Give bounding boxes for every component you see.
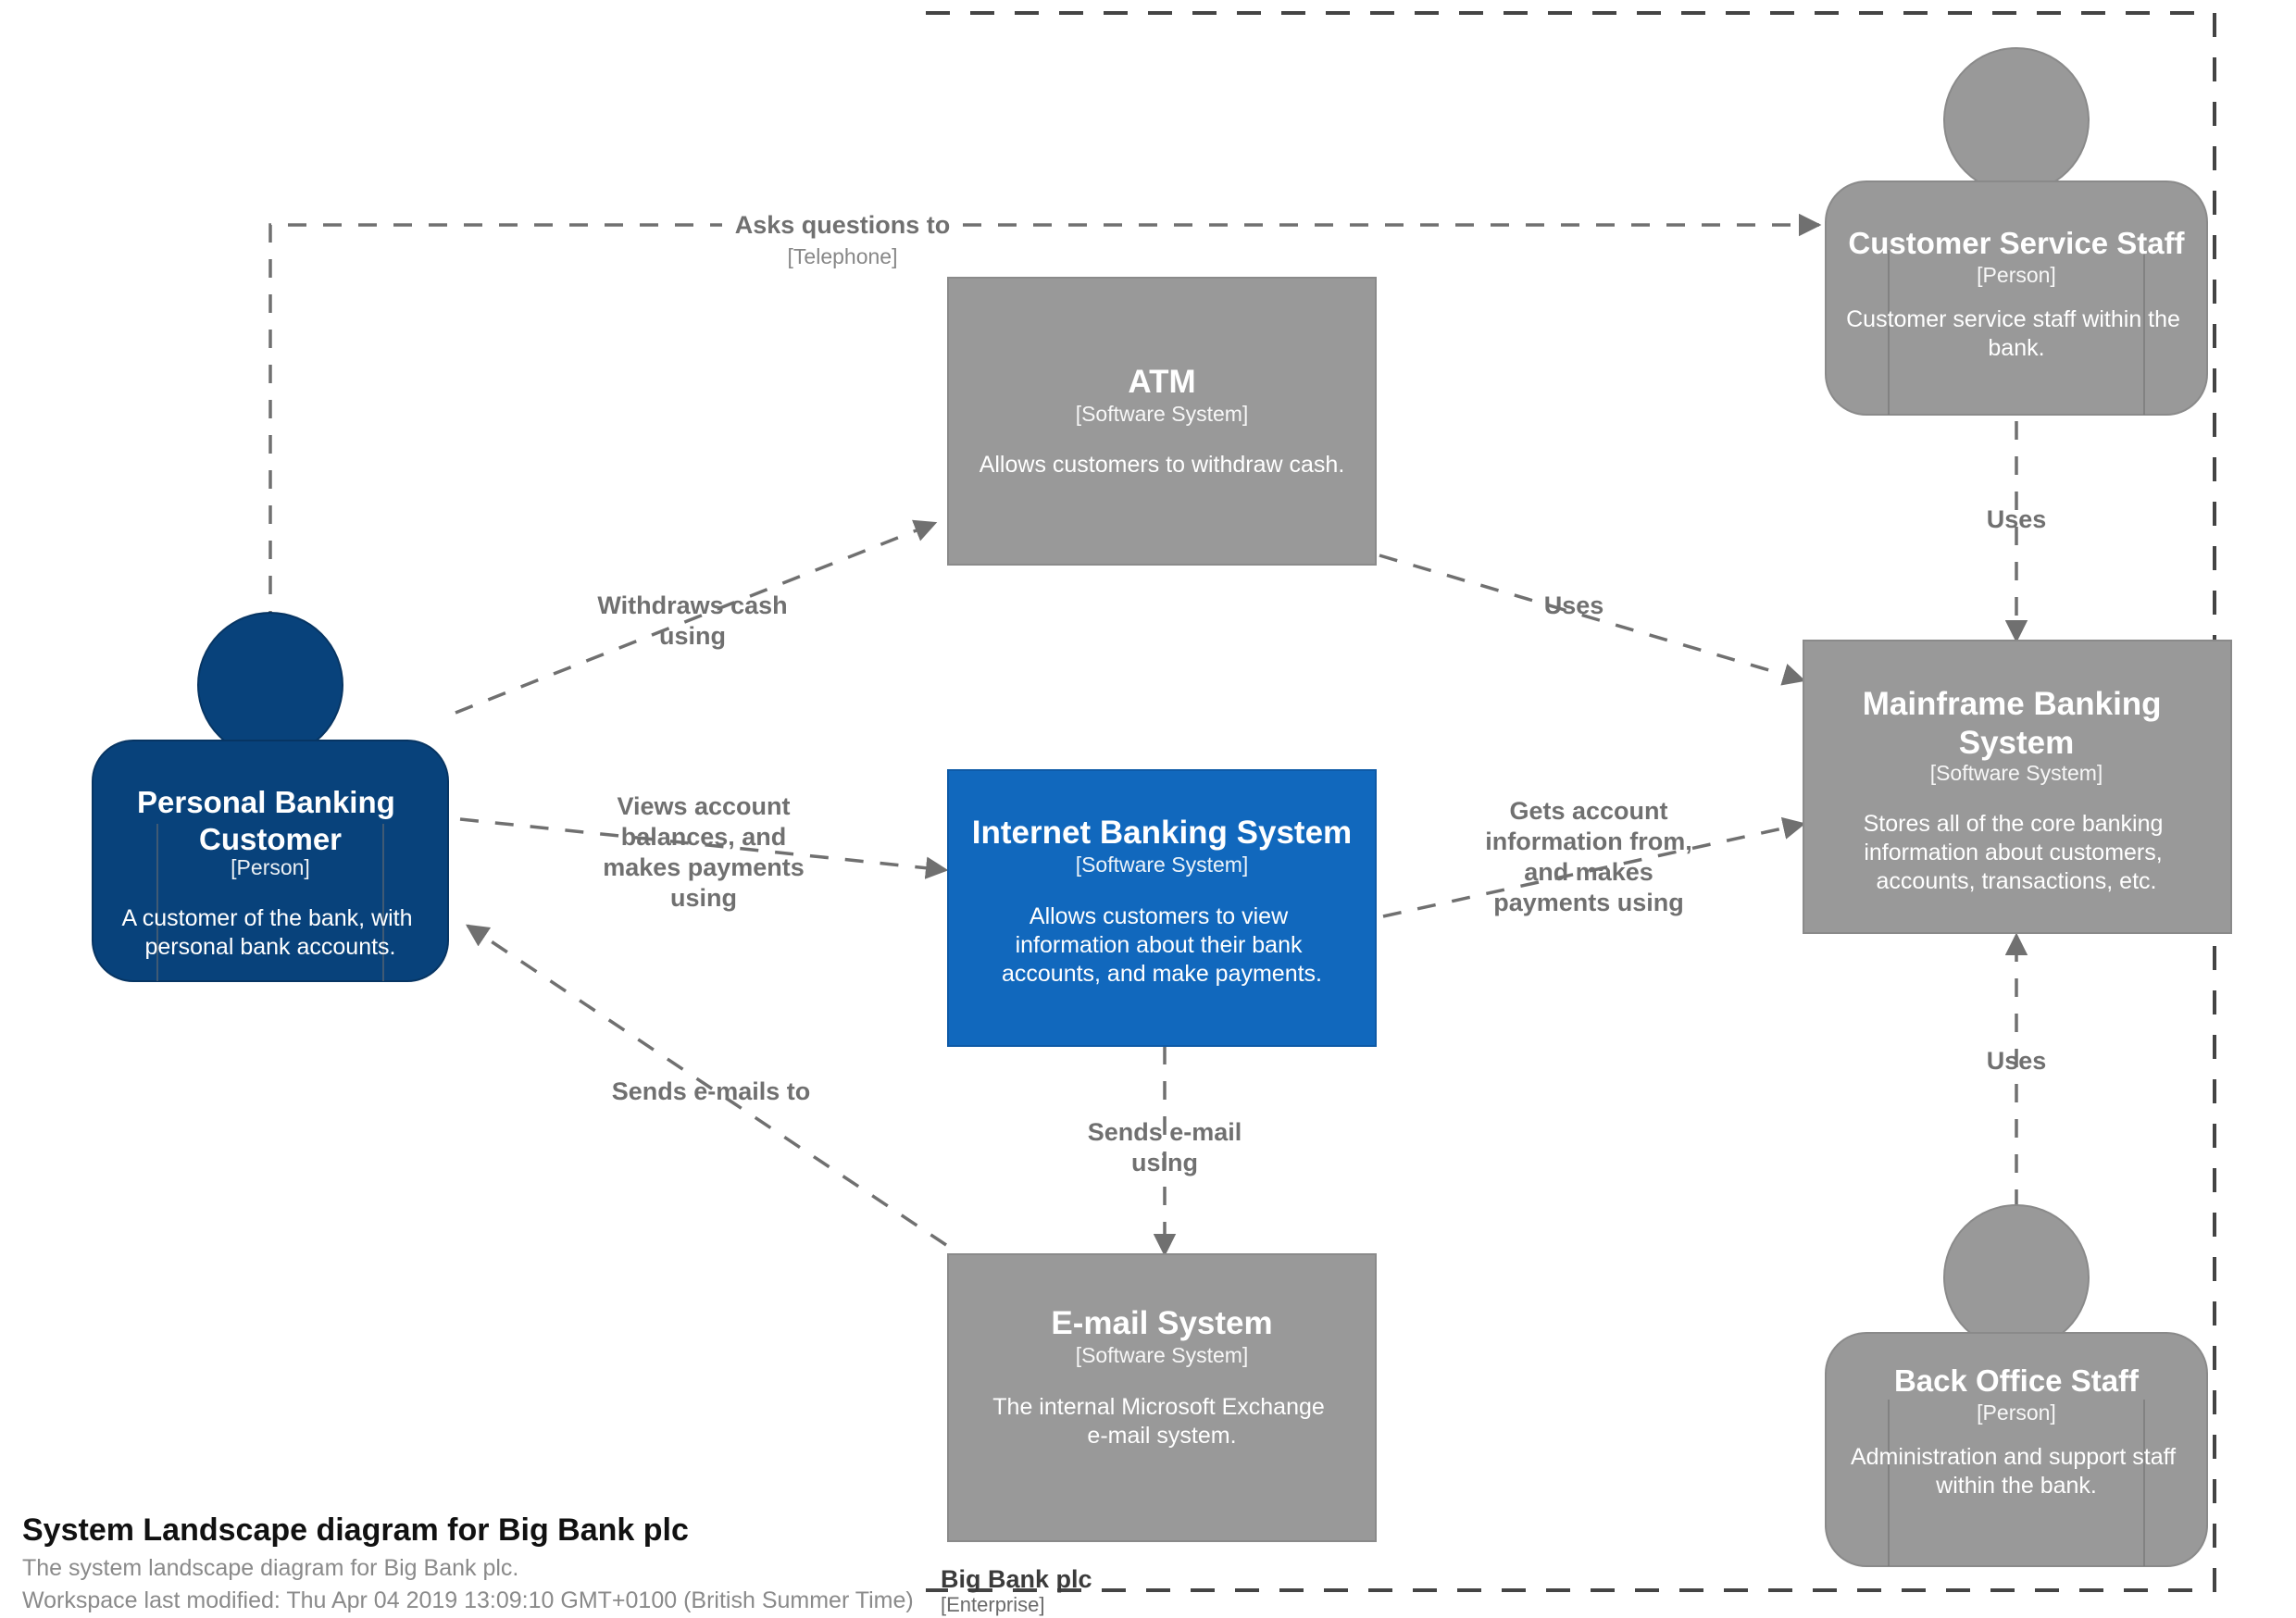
rel-label-atm-uses: Uses <box>1544 591 1604 619</box>
person-body <box>1825 180 2208 416</box>
node-desc-personal-banking-customer: A customer of the bank, with personal ba… <box>121 905 418 960</box>
relationship-sends-e-mail-using: Sends e-mail using <box>1088 1046 1242 1257</box>
node-type-back-office-staff: [Person] <box>1977 1400 2056 1425</box>
diagram-last-modified: Workspace last modified: Thu Apr 04 2019… <box>22 1587 914 1613</box>
person-body <box>92 740 449 982</box>
enterprise-boundary: Big Bank plc [Enterprise] <box>926 11 2216 1616</box>
boundary-type: [Enterprise] <box>941 1593 1045 1616</box>
node-internet-banking-system[interactable]: Internet Banking System [Software System… <box>947 769 1377 1047</box>
rel-label-gets-4: payments using <box>1493 889 1684 916</box>
node-title-atm: ATM <box>1128 364 1195 400</box>
system-box <box>947 277 1377 566</box>
node-type-e-mail-system: [Software System] <box>1076 1343 1249 1367</box>
node-title-personal-banking-customer: Personal Banking Customer <box>137 785 404 856</box>
node-desc-e-mail-system: The internal Microsoft Exchange e-mail s… <box>992 1394 1330 1449</box>
person-head-icon <box>1943 1204 2090 1350</box>
node-type-customer-service-staff: [Person] <box>1977 263 2056 287</box>
diagram-title-block: System Landscape diagram for Big Bank pl… <box>22 1512 914 1613</box>
relationship-withdraws-cash-using: Withdraws cash using <box>455 519 938 715</box>
node-personal-banking-customer[interactable]: Personal Banking Customer [Person] A cus… <box>92 612 449 982</box>
node-customer-service-staff[interactable]: Customer Service Staff [Person] Customer… <box>1825 47 2208 416</box>
rel-label-views-2: balances, and <box>621 823 787 851</box>
system-box <box>1803 640 2232 934</box>
node-type-internet-banking-system: [Software System] <box>1076 853 1249 877</box>
system-box <box>947 1253 1377 1542</box>
rel-label-withdraws-2: using <box>659 622 726 650</box>
relationship-back-office-uses-mainframe: Uses <box>1987 932 2047 1208</box>
node-type-personal-banking-customer: [Person] <box>231 855 310 879</box>
person-head-icon <box>197 612 343 758</box>
person-head-icon <box>1943 47 2090 193</box>
node-mainframe-banking-system[interactable]: Mainframe Banking System [Software Syste… <box>1803 640 2232 934</box>
node-title-mainframe-banking-system: Mainframe Banking System <box>1863 686 2171 761</box>
rel-label-gets-2: information from, <box>1485 828 1692 855</box>
relationship-atm-uses-mainframe: Uses <box>1379 554 1806 686</box>
relationship-sends-e-mails-to: Sends e-mails to <box>465 924 947 1247</box>
node-type-atm: [Software System] <box>1076 402 1249 426</box>
rel-label-sends-email-2: using <box>1131 1149 1198 1176</box>
relationship-gets-account-information-from: Gets account information from, and makes… <box>1382 797 1806 918</box>
system-box <box>947 769 1377 1047</box>
rel-label-views-1: Views account <box>617 792 790 820</box>
node-e-mail-system[interactable]: E-mail System [Software System] The inte… <box>947 1253 1377 1542</box>
node-type-mainframe-banking-system: [Software System] <box>1930 761 2103 785</box>
rel-label-views-3: makes payments <box>603 853 805 881</box>
page-title: System Landscape diagram for Big Bank pl… <box>22 1512 689 1548</box>
relationship-customer-service-uses-mainframe: Uses <box>1987 421 2047 643</box>
relationship-asks-questions-to: Asks questions to [Telephone] <box>268 211 1822 629</box>
rel-label-sends-e-mails-to: Sends e-mails to <box>612 1077 811 1105</box>
node-desc-back-office-staff: Administration and support staff within … <box>1851 1444 2182 1499</box>
node-title-e-mail-system: E-mail System <box>1051 1305 1272 1341</box>
node-desc-mainframe-banking-system: Stores all of the core banking informati… <box>1864 811 2170 894</box>
person-body <box>1825 1332 2208 1567</box>
rel-label-withdraws-1: Withdraws cash <box>597 591 787 619</box>
rel-label-bo-uses: Uses <box>1987 1047 2047 1075</box>
diagram-description: The system landscape diagram for Big Ban… <box>22 1555 518 1581</box>
boundary-name: Big Bank plc <box>941 1565 1092 1593</box>
rel-label-gets-1: Gets account <box>1509 797 1667 825</box>
rel-label-views-4: using <box>670 884 737 912</box>
relationship-views-account-balances: Views account balances, and makes paymen… <box>459 792 949 912</box>
node-desc-atm: Allows customers to withdraw cash. <box>980 452 1345 478</box>
node-title-back-office-staff: Back Office Staff <box>1894 1363 2140 1398</box>
rel-label-asks-questions-to: Asks questions to <box>735 211 951 239</box>
rel-label-sends-email-1: Sends e-mail <box>1088 1118 1242 1146</box>
rel-tech-asks-questions-to: [Telephone] <box>788 244 898 268</box>
node-desc-internet-banking-system: Allows customers to view information abo… <box>1002 903 1322 987</box>
rel-label-cs-uses: Uses <box>1987 505 2047 533</box>
node-desc-customer-service-staff: Customer service staff within the bank. <box>1846 306 2187 361</box>
node-atm[interactable]: ATM [Software System] Allows customers t… <box>947 277 1377 566</box>
node-title-customer-service-staff: Customer Service Staff <box>1848 226 2185 260</box>
node-back-office-staff[interactable]: Back Office Staff [Person] Administratio… <box>1825 1204 2208 1567</box>
rel-label-gets-3: and makes <box>1524 858 1653 886</box>
node-title-internet-banking-system: Internet Banking System <box>972 815 1352 851</box>
